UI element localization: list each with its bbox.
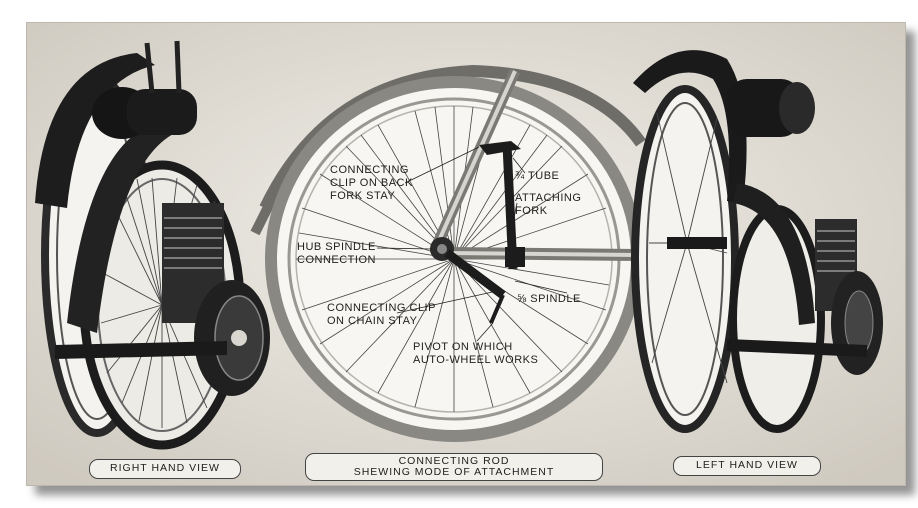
label-spindle: ⅝ SPINDLE	[517, 293, 581, 305]
label-tube: ¾ TUBE	[515, 170, 560, 182]
right-hand-view-wheel	[35, 40, 270, 450]
illustration-plate: CONNECTING CLIP ON BACK FORK STAY ¾ TUBE…	[26, 22, 906, 486]
engraving-illustration	[27, 23, 905, 485]
left-hand-view-wheel	[631, 50, 883, 433]
label-pivot: PIVOT ON WHICH AUTO-WHEEL WORKS	[413, 341, 539, 366]
label-connecting-clip-chain-stay: CONNECTING CLIP ON CHAIN STAY	[327, 302, 436, 327]
caption-left-hand-view: LEFT HAND VIEW	[673, 456, 821, 476]
label-connecting-clip-back-fork-stay: CONNECTING CLIP ON BACK FORK STAY	[330, 164, 413, 202]
label-hub-spindle-connection: HUB SPINDLE CONNECTION	[297, 241, 376, 266]
label-attaching-fork: ATTACHING FORK	[515, 192, 582, 217]
auto-wheel-diagram	[250, 64, 646, 442]
caption-connecting-rod: CONNECTING ROD SHEWING MODE OF ATTACHMEN…	[305, 453, 603, 481]
caption-right-hand-view: RIGHT HAND VIEW	[89, 459, 241, 479]
